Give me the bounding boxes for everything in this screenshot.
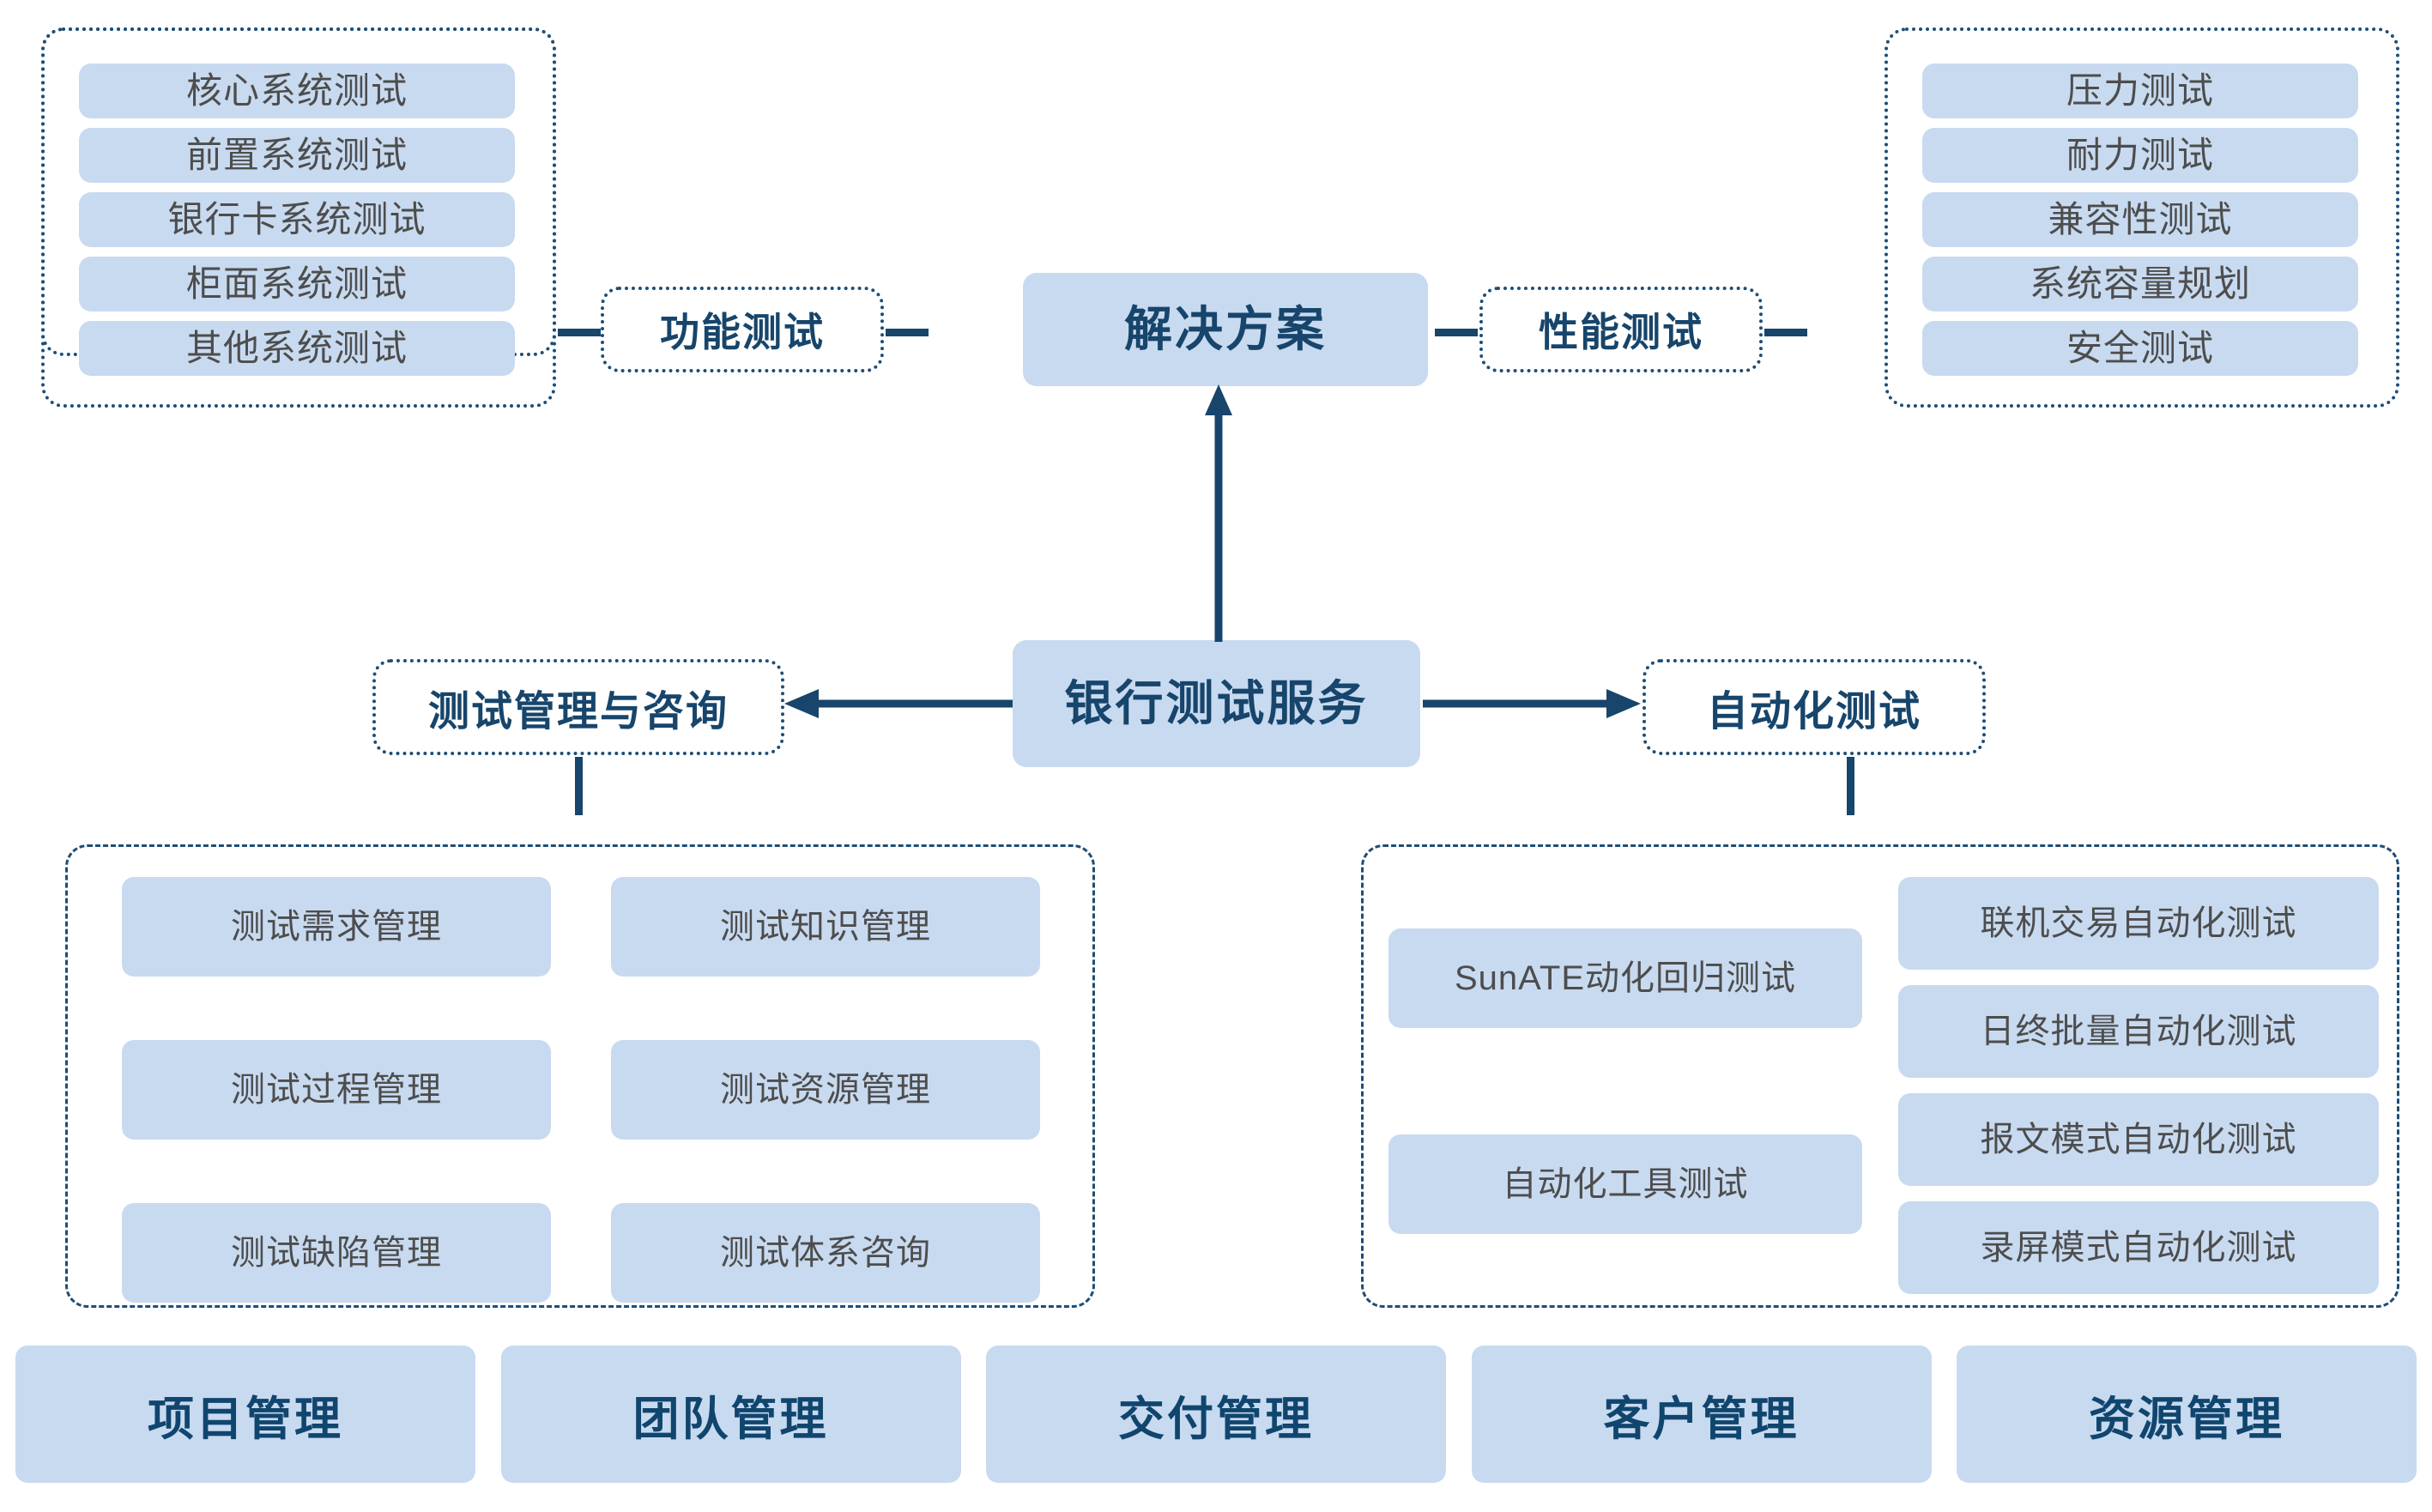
bottom-chip-3[interactable]: 客户管理 [1471, 1346, 1932, 1483]
management-item-right-1[interactable]: 测试资源管理 [611, 1040, 1040, 1140]
functional-item-4[interactable]: 其他系统测试 [79, 321, 515, 376]
automation-item-right-1[interactable]: 日终批量自动化测试 [1898, 985, 2379, 1078]
connector-automation-to-group [1847, 757, 1854, 815]
node-solution[interactable]: 解决方案 [1023, 273, 1428, 386]
bottom-chip-2[interactable]: 交付管理 [986, 1346, 1446, 1483]
automation-item-right-2[interactable]: 报文模式自动化测试 [1898, 1093, 2379, 1186]
node-automation-testing[interactable]: 自动化测试 [1643, 659, 1986, 755]
functional-item-2[interactable]: 银行卡系统测试 [79, 192, 515, 247]
automation-item-right-3[interactable]: 录屏模式自动化测试 [1898, 1201, 2379, 1294]
management-item-left-2[interactable]: 测试缺陷管理 [122, 1203, 551, 1303]
arrow-root-to-automation [1423, 689, 1641, 718]
management-item-right-0[interactable]: 测试知识管理 [611, 877, 1040, 977]
arrow-root-to-management [784, 689, 1013, 718]
connector-functional-to-solution [886, 329, 929, 336]
functional-testing-group-outline [41, 27, 556, 408]
performance-item-3[interactable]: 系统容量规划 [1922, 257, 2358, 311]
connector-performance-node-to-group [1764, 329, 1807, 336]
functional-item-0[interactable]: 核心系统测试 [79, 64, 515, 118]
performance-item-0[interactable]: 压力测试 [1922, 64, 2358, 118]
node-test-management-consulting[interactable]: 测试管理与咨询 [372, 659, 784, 755]
node-root-banking-test-service[interactable]: 银行测试服务 [1013, 640, 1420, 767]
performance-item-2[interactable]: 兼容性测试 [1922, 192, 2358, 247]
management-item-right-2[interactable]: 测试体系咨询 [611, 1203, 1040, 1303]
automation-testing-group [1361, 844, 2399, 1308]
automation-item-left-1[interactable]: 自动化工具测试 [1388, 1134, 1862, 1234]
node-performance-testing[interactable]: 性能测试 [1479, 287, 1763, 372]
performance-testing-group [1884, 27, 2399, 408]
connector-management-to-group [575, 757, 583, 815]
management-item-left-0[interactable]: 测试需求管理 [122, 877, 551, 977]
functional-item-3[interactable]: 柜面系统测试 [79, 257, 515, 311]
bottom-capability-bar: 项目管理 团队管理 交付管理 客户管理 资源管理 [0, 1346, 2432, 1483]
functional-item-1[interactable]: 前置系统测试 [79, 128, 515, 183]
connector-functional-group-to-node [558, 329, 601, 336]
automation-item-left-0[interactable]: SunATE动化回归测试 [1388, 928, 1862, 1028]
bottom-chip-1[interactable]: 团队管理 [500, 1346, 961, 1483]
node-functional-testing[interactable]: 功能测试 [601, 287, 884, 372]
management-item-left-1[interactable]: 测试过程管理 [122, 1040, 551, 1140]
arrow-root-to-solution [1205, 384, 1232, 642]
test-management-group [65, 844, 1095, 1308]
bottom-chip-4[interactable]: 资源管理 [1957, 1346, 2417, 1483]
bottom-chip-0[interactable]: 项目管理 [15, 1346, 475, 1483]
performance-item-4[interactable]: 安全测试 [1922, 321, 2358, 376]
connector-solution-to-performance [1435, 329, 1478, 336]
automation-item-right-0[interactable]: 联机交易自动化测试 [1898, 877, 2379, 970]
performance-item-1[interactable]: 耐力测试 [1922, 128, 2358, 183]
